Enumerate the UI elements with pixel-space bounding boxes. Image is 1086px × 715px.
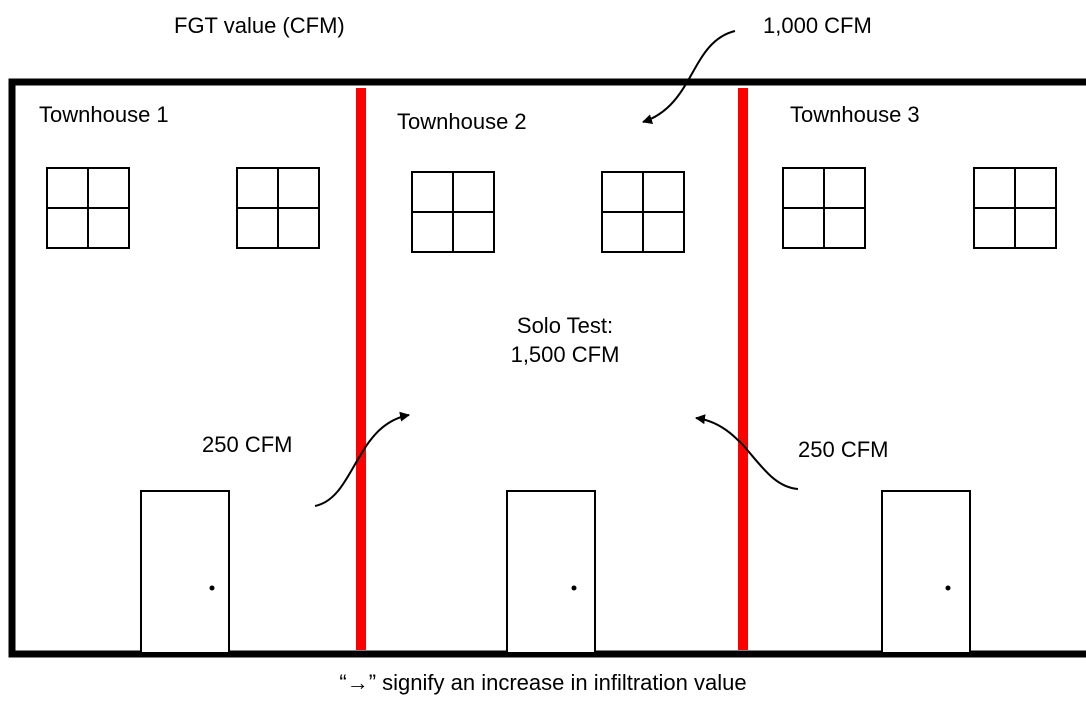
townhouse-2-label: Townhouse 2	[397, 109, 527, 134]
window-t3-right	[973, 167, 1057, 249]
window-t3-left	[782, 167, 866, 249]
window-t1-right	[236, 167, 320, 249]
left-flow-label: 250 CFM	[202, 432, 292, 457]
townhouse-3-label: Townhouse 3	[790, 102, 920, 127]
townhouse-1-label: Townhouse 1	[39, 102, 169, 127]
arrow-top-flow	[642, 30, 736, 124]
top-flow-label: 1,000 CFM	[763, 13, 872, 38]
window-t2-right	[601, 171, 685, 253]
window-t2-left	[411, 171, 495, 253]
solo-test-line2: 1,500 CFM	[511, 342, 620, 367]
door-t1	[140, 490, 230, 654]
door-t2	[506, 490, 596, 654]
solo-test-line1: Solo Test:	[517, 313, 613, 338]
fgt-heading: FGT value (CFM)	[174, 13, 345, 38]
arrow-right-flow	[695, 414, 799, 490]
door-t3	[881, 490, 971, 654]
arrow-left-flow	[314, 411, 410, 507]
caption: “→” signify an increase in infiltration …	[339, 670, 746, 695]
window-t1-left	[46, 167, 130, 249]
right-flow-label: 250 CFM	[798, 437, 888, 462]
